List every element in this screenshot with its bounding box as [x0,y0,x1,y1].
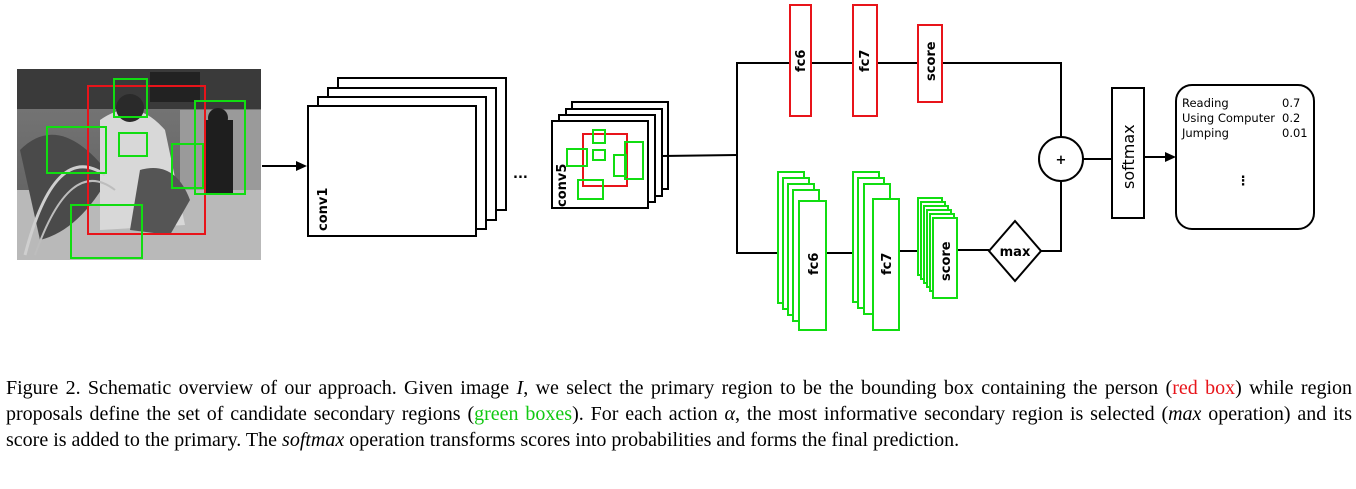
softmax-block [1111,87,1145,219]
fc6-primary-block [789,4,812,117]
input-image [17,69,261,260]
arrow-softmax-to-output [1165,152,1176,162]
conv5-secondary-boxes [566,129,644,200]
caption-text-6: operation transforms scores into probabi… [344,429,960,451]
plus-label: + [1056,153,1067,168]
caption-text-4: , the most informative secondary region … [734,403,1169,425]
output-vertical-ellipsis: ⋮ [1237,174,1250,189]
conv5-label: conv5 [555,164,570,207]
fc7-secondary-label: fc7 [880,253,895,275]
plus-operator [1038,136,1084,182]
arrow-image-to-conv1 [262,161,307,171]
figure-caption: Figure 2. Schematic overview of our appr… [6,375,1352,453]
caption-text-3: ). For each action [572,403,725,425]
score-primary-label: score [924,41,939,81]
softmax-label: softmax [1119,124,1138,189]
score-primary-block [917,24,943,103]
score-secondary-stack [917,197,958,299]
caption-text-5: operation) and its score is added to the… [6,403,1352,451]
connectors [661,62,1165,254]
output-box [1175,84,1315,230]
output-action-1: Using Computer [1182,111,1275,125]
score-secondary-label: score [939,241,954,281]
output-prob-2: 0.01 [1282,126,1308,140]
fc7-primary-block [852,4,878,117]
fc6-secondary-stack [777,171,827,331]
caption-max-word: max [1168,403,1202,425]
output-prob-0: 0.7 [1282,96,1300,110]
fc6-secondary-label: fc6 [807,253,822,275]
max-label: max [1000,245,1031,260]
caption-green-boxes: green boxes [474,403,573,425]
conv1-label: conv1 [316,188,331,231]
output-action-2: Jumping [1181,126,1229,140]
caption-image-symbol: I [516,377,524,399]
caption-text-1: , we select the primary region to be the… [523,377,1173,399]
output-action-0: Reading [1182,96,1229,110]
caption-softmax-word: softmax [282,429,345,451]
ellipsis-label: ... [513,167,528,182]
caption-prefix: Figure 2. Schematic overview of our appr… [6,377,517,399]
fc7-secondary-stack [852,171,900,331]
caption-alpha: α [724,403,735,425]
conv1-stack [307,77,507,237]
image-secondary-boxes [46,78,246,259]
output-prob-1: 0.2 [1282,111,1300,125]
fc6-primary-label: fc6 [794,50,809,72]
caption-text-2: ) while region proposals define the set … [6,377,1352,425]
max-operator [987,219,1043,283]
output-rows: Reading 0.7 Using Computer 0.2 Jumping 0… [1181,96,1308,140]
network-diagram: conv1 ... conv5 fc6 fc7 sc [17,4,1315,331]
caption-red-box: red box [1172,377,1236,399]
fc7-primary-label: fc7 [858,50,873,72]
